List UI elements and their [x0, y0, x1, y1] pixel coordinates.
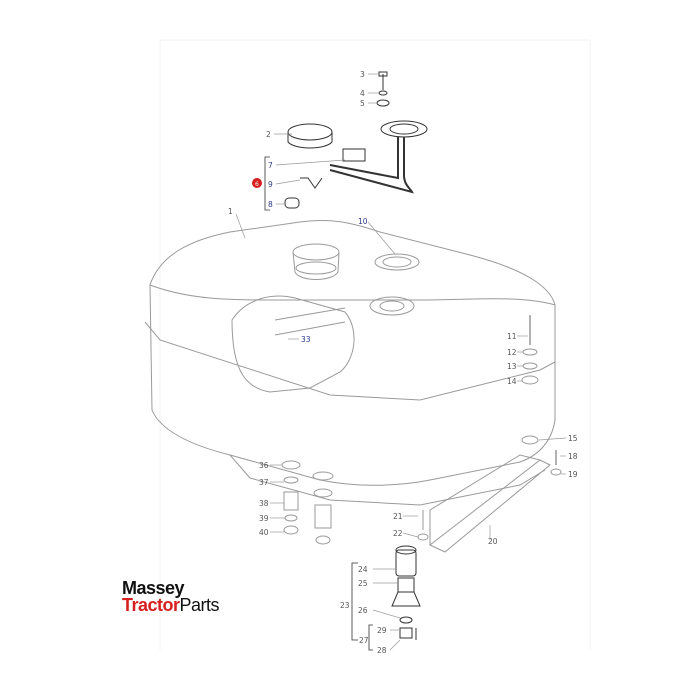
callout-8: 8: [268, 200, 273, 209]
callout-24: 24: [358, 565, 368, 574]
callout-36: 36: [259, 461, 269, 470]
callout-21: 21: [393, 512, 403, 521]
grid-background: [159, 39, 591, 650]
center-mount-stack: [312, 471, 334, 545]
logo-line-1: Massey: [122, 578, 185, 598]
callout-20: 20: [488, 537, 498, 546]
callout-18: 18: [568, 452, 578, 461]
callout-38: 38: [259, 499, 269, 508]
callout-4: 4: [360, 89, 365, 98]
drain-valve-assembly: [391, 545, 421, 640]
callout-25: 25: [358, 579, 368, 588]
callout-7: 7: [268, 161, 273, 170]
callout-3: 3: [360, 70, 365, 79]
callout-1: 1: [228, 207, 233, 216]
leader-lines: [235, 73, 567, 651]
callout-28: 28: [377, 646, 387, 655]
callout-29: 29: [377, 626, 387, 635]
callout-13: 13: [507, 362, 517, 371]
callout-10: 10: [358, 217, 368, 226]
left-mount-stack: [281, 460, 301, 535]
callout-33: 33: [301, 335, 311, 344]
callout-15: 15: [568, 434, 578, 443]
tank-cutaway: [231, 295, 355, 393]
callout-5: 5: [360, 99, 365, 108]
filler-neck: [292, 243, 340, 261]
callout-26: 26: [358, 606, 368, 615]
group-brackets: [264, 156, 373, 651]
callout-23: 23: [340, 601, 350, 610]
callout-39: 39: [259, 514, 269, 523]
callout-22: 22: [393, 529, 403, 538]
callout-9: 9: [268, 180, 273, 189]
callout-40: 40: [259, 528, 269, 537]
plug: [284, 197, 300, 209]
sender-tube: [329, 137, 414, 194]
sender-flange: [380, 120, 428, 138]
brand-logo: Massey TractorParts: [122, 578, 220, 615]
tank-top-edge: [149, 284, 556, 306]
tank-strap-bracket: [429, 459, 551, 553]
logo-line-2a: Tractor: [122, 595, 180, 615]
tank-sender-hole: [369, 296, 415, 316]
callout-11: 11: [507, 332, 517, 341]
highlight-marker: [252, 178, 262, 188]
callout-37: 37: [259, 478, 269, 487]
tank-flange: [144, 321, 556, 401]
sender-opening: [374, 253, 420, 271]
filler-cap: [287, 123, 333, 141]
tank-lower-step: [229, 454, 546, 506]
callout-2: 2: [266, 130, 271, 139]
callout-27: 27: [359, 636, 369, 645]
callout-14: 14: [507, 377, 517, 386]
sender-float-arm: [342, 148, 366, 162]
clip: [300, 177, 323, 189]
callout-6: 6: [255, 181, 259, 188]
callout-12: 12: [507, 348, 517, 357]
callout-19: 19: [568, 470, 578, 479]
logo-line-2b: Parts: [179, 595, 220, 615]
